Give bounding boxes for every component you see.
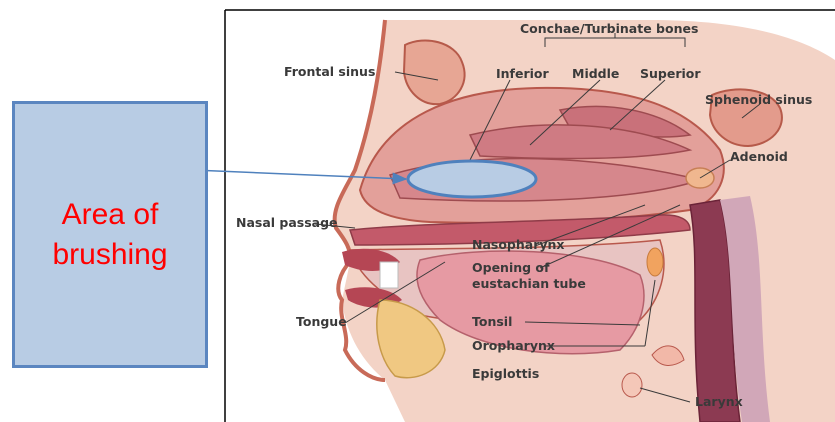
label-superior: Superior <box>640 66 701 81</box>
label-nasal-passage: Nasal passage <box>236 215 338 230</box>
label-larynx: Larynx <box>695 394 743 409</box>
label-middle: Middle <box>572 66 619 81</box>
label-adenoid: Adenoid <box>730 149 788 164</box>
label-tonsil: Tonsil <box>472 314 512 329</box>
label-opening-line2: eustachian tube <box>472 276 586 291</box>
label-inferior: Inferior <box>496 66 550 81</box>
brushing-callout-box: Area of brushing <box>12 101 208 368</box>
larynx <box>622 373 642 397</box>
label-oropharynx: Oropharynx <box>472 338 555 353</box>
label-frontal-sinus: Frontal sinus <box>284 64 375 79</box>
label-nasopharynx: Nasopharynx <box>472 237 564 252</box>
brushing-area-ellipse <box>408 161 536 197</box>
callout-line2: brushing <box>52 235 167 275</box>
label-conchae: Conchae/Turbinate bones <box>520 21 698 36</box>
teeth <box>380 262 398 288</box>
callout-text: Area of brushing <box>52 195 167 275</box>
label-opening-line1: Opening of <box>472 260 550 275</box>
callout-line1: Area of <box>52 195 167 235</box>
label-sphenoid-sinus: Sphenoid sinus <box>705 92 812 107</box>
label-epiglottis: Epiglottis <box>472 366 539 381</box>
tonsil <box>647 248 663 276</box>
label-tongue: Tongue <box>296 314 347 329</box>
